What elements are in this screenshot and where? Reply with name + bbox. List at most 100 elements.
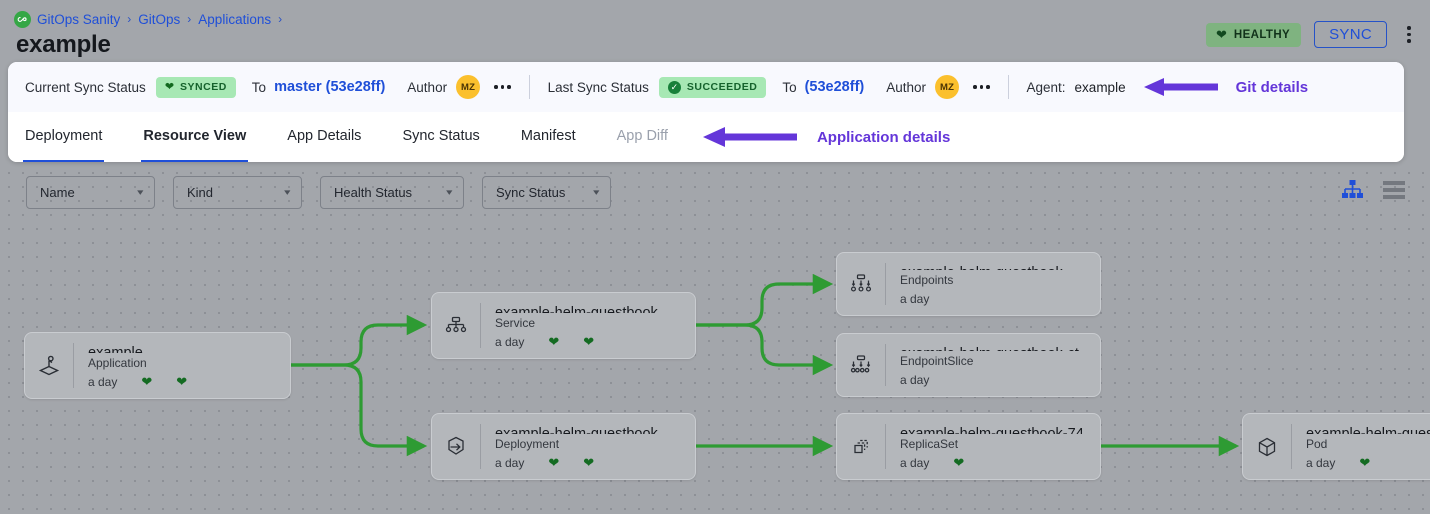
last-sync-author-label: Author: [886, 79, 927, 95]
node-body: example Application a day ❤ ❤: [74, 333, 290, 398]
resource-graph-canvas[interactable]: Name ▾ Kind ▾ Health Status ▾ Sync Statu…: [0, 162, 1430, 514]
graph-node-endpoints[interactable]: example-helm-guestbook Endpoints a day: [836, 252, 1101, 316]
divider: [480, 303, 481, 348]
node-kind: Application: [88, 356, 147, 371]
graph-node-endpointslice[interactable]: example-helm-guestbook-ct... EndpointSli…: [836, 333, 1101, 397]
last-sync-more-icon[interactable]: [973, 85, 990, 89]
breadcrumb-item-applications[interactable]: Applications: [198, 11, 272, 27]
graph-node-deployment[interactable]: example-helm-guestbook Deployment a day …: [431, 413, 696, 480]
filter-bar: Name ▾ Kind ▾ Health Status ▾ Sync Statu…: [26, 176, 611, 209]
last-sync-status-value: SUCCEEDED: [686, 81, 758, 93]
divider: [885, 344, 886, 386]
breadcrumb-separator: ›: [278, 12, 283, 26]
divider: [528, 75, 530, 99]
node-body: example-helm-guestbook Endpoints a day: [886, 253, 1100, 315]
service-icon: [432, 293, 480, 358]
avatar: MZ: [935, 75, 960, 99]
node-kind: Service: [495, 316, 536, 331]
list-view-icon[interactable]: [1383, 180, 1405, 199]
current-sync-more-icon[interactable]: [494, 85, 511, 89]
arrow-left-icon: [1143, 78, 1218, 96]
breadcrumb-separator: ›: [187, 12, 192, 26]
node-footer: a day ❤: [1306, 456, 1430, 470]
filter-label: Kind: [187, 185, 214, 200]
sync-button[interactable]: SYNC: [1314, 21, 1387, 48]
current-sync-revision-link[interactable]: master (53e28ff): [274, 79, 386, 95]
header-actions: ❤ HEALTHY SYNC: [1205, 21, 1418, 48]
tab-manifest[interactable]: Manifest: [521, 112, 576, 162]
last-sync-to-label: To: [782, 79, 797, 95]
node-kind: EndpointSlice: [900, 354, 974, 369]
kebab-menu-icon[interactable]: [1400, 23, 1418, 47]
node-body: example-helm-guestbook Deployment a day …: [481, 414, 695, 479]
divider: [885, 424, 886, 469]
current-sync-author-label: Author: [407, 79, 448, 95]
last-sync-revision-link[interactable]: (53e28ff): [804, 79, 865, 95]
tab-app-details[interactable]: App Details: [287, 112, 361, 162]
replicaset-icon: [837, 414, 885, 479]
chevron-down-icon: ▾: [284, 187, 291, 197]
filter-sync-status[interactable]: Sync Status ▾: [482, 176, 611, 209]
health-heart-icon: ❤: [953, 455, 965, 471]
graph-node-replicaset[interactable]: example-helm-guestbook-74... ReplicaSet …: [836, 413, 1101, 480]
current-sync-status-pill: ❤ SYNCED: [155, 76, 236, 98]
filter-label: Sync Status: [496, 185, 566, 200]
last-sync-status-label: Last Sync Status: [547, 79, 649, 95]
tab-label: Sync Status: [402, 128, 480, 144]
endpoints-icon: [837, 253, 885, 315]
node-age: a day: [495, 455, 525, 470]
divider: [73, 343, 74, 388]
node-body: example-helm-guest Pod a day ❤: [1292, 414, 1430, 479]
check-circle-icon: ✓: [667, 80, 681, 94]
node-body: example-helm-guestbook-74... ReplicaSet …: [886, 414, 1100, 479]
breadcrumb-separator: ›: [127, 12, 132, 26]
chevron-down-icon: ▾: [137, 187, 144, 197]
health-heart-icon: ❤: [548, 334, 560, 350]
tab-deployment[interactable]: Deployment: [22, 112, 105, 162]
tab-resource-view[interactable]: Resource View: [141, 112, 249, 162]
application-details-annotation: Application details: [701, 112, 950, 162]
node-kind: ReplicaSet: [900, 437, 959, 452]
node-body: example-helm-guestbook Service a day ❤ ❤: [481, 293, 695, 358]
node-title: example-helm-guestbook: [495, 426, 658, 435]
avatar: MZ: [456, 75, 481, 99]
divider: [885, 263, 886, 305]
filter-name[interactable]: Name ▾: [26, 176, 155, 209]
node-title: example: [88, 345, 143, 354]
heart-icon: ❤: [1215, 27, 1227, 42]
breadcrumb-item-gitops[interactable]: GitOps: [138, 11, 181, 27]
agent-label: Agent:: [1026, 79, 1066, 95]
sync-status-bar: Current Sync Status ❤ SYNCED To master (…: [8, 62, 1404, 112]
node-title: example-helm-guestbook-74...: [900, 426, 1090, 435]
current-sync-to-label: To: [251, 79, 267, 95]
graph-node-service[interactable]: example-helm-guestbook Service a day ❤ ❤: [431, 292, 696, 359]
tab-label: Resource View: [143, 128, 247, 144]
breadcrumb-item-gitops-sanity[interactable]: GitOps Sanity: [37, 11, 121, 27]
last-sync-status-pill: ✓ SUCCEEDED: [658, 76, 767, 98]
tab-label: Deployment: [25, 128, 103, 144]
view-toggle-group: [1342, 180, 1405, 199]
divider: [480, 424, 481, 469]
tree-view-icon[interactable]: [1342, 180, 1363, 199]
node-title: example-helm-guest: [1306, 426, 1430, 435]
gitops-logo-icon: [14, 10, 31, 28]
status-badge-healthy: ❤ HEALTHY: [1205, 22, 1302, 47]
filter-kind[interactable]: Kind ▾: [173, 176, 302, 209]
divider: [1007, 75, 1009, 99]
graph-node-pod[interactable]: example-helm-guest Pod a day ❤: [1242, 413, 1430, 480]
sync-heart-icon: ❤: [176, 374, 188, 390]
tab-label: App Details: [287, 128, 362, 144]
filter-health-status[interactable]: Health Status ▾: [320, 176, 464, 209]
chevron-down-icon: ▾: [593, 187, 600, 197]
filter-label: Name: [40, 185, 75, 200]
pod-icon: [1243, 414, 1291, 479]
tab-label: Manifest: [520, 128, 576, 144]
deployment-icon: [432, 414, 480, 479]
page-title: example: [16, 31, 111, 58]
graph-node-application[interactable]: example Application a day ❤ ❤: [24, 332, 291, 399]
node-age: a day: [88, 374, 118, 389]
tab-sync-status[interactable]: Sync Status: [402, 112, 479, 162]
node-body: example-helm-guestbook-ct... EndpointSli…: [886, 334, 1100, 396]
node-title: example-helm-guestbook: [900, 264, 1090, 270]
divider: [1291, 424, 1292, 469]
